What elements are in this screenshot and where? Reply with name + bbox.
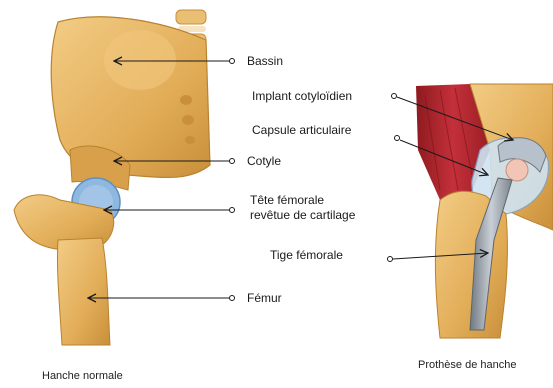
label-femur: Fémur — [247, 291, 282, 305]
femur-bone — [57, 238, 110, 345]
label-implant-cotyloidien: Implant cotyloïdien — [252, 89, 352, 103]
label-tete-femorale: Tête fémorale — [250, 193, 324, 207]
label-capsule-articulaire: Capsule articulaire — [252, 123, 352, 137]
label-tige-femorale: Tige fémorale — [270, 248, 343, 262]
prosthesis-illustration — [416, 84, 553, 338]
normal-hip-illustration — [0, 0, 212, 345]
label-bassin: Bassin — [247, 54, 283, 68]
label-tete-femorale-line2: revêtue de cartilage — [250, 208, 356, 222]
caption-prothese-de-hanche: Prothèse de hanche — [418, 359, 516, 371]
prosthetic-head — [506, 159, 528, 181]
label-cotyle: Cotyle — [247, 154, 281, 168]
caption-hanche-normale: Hanche normale — [42, 370, 123, 382]
